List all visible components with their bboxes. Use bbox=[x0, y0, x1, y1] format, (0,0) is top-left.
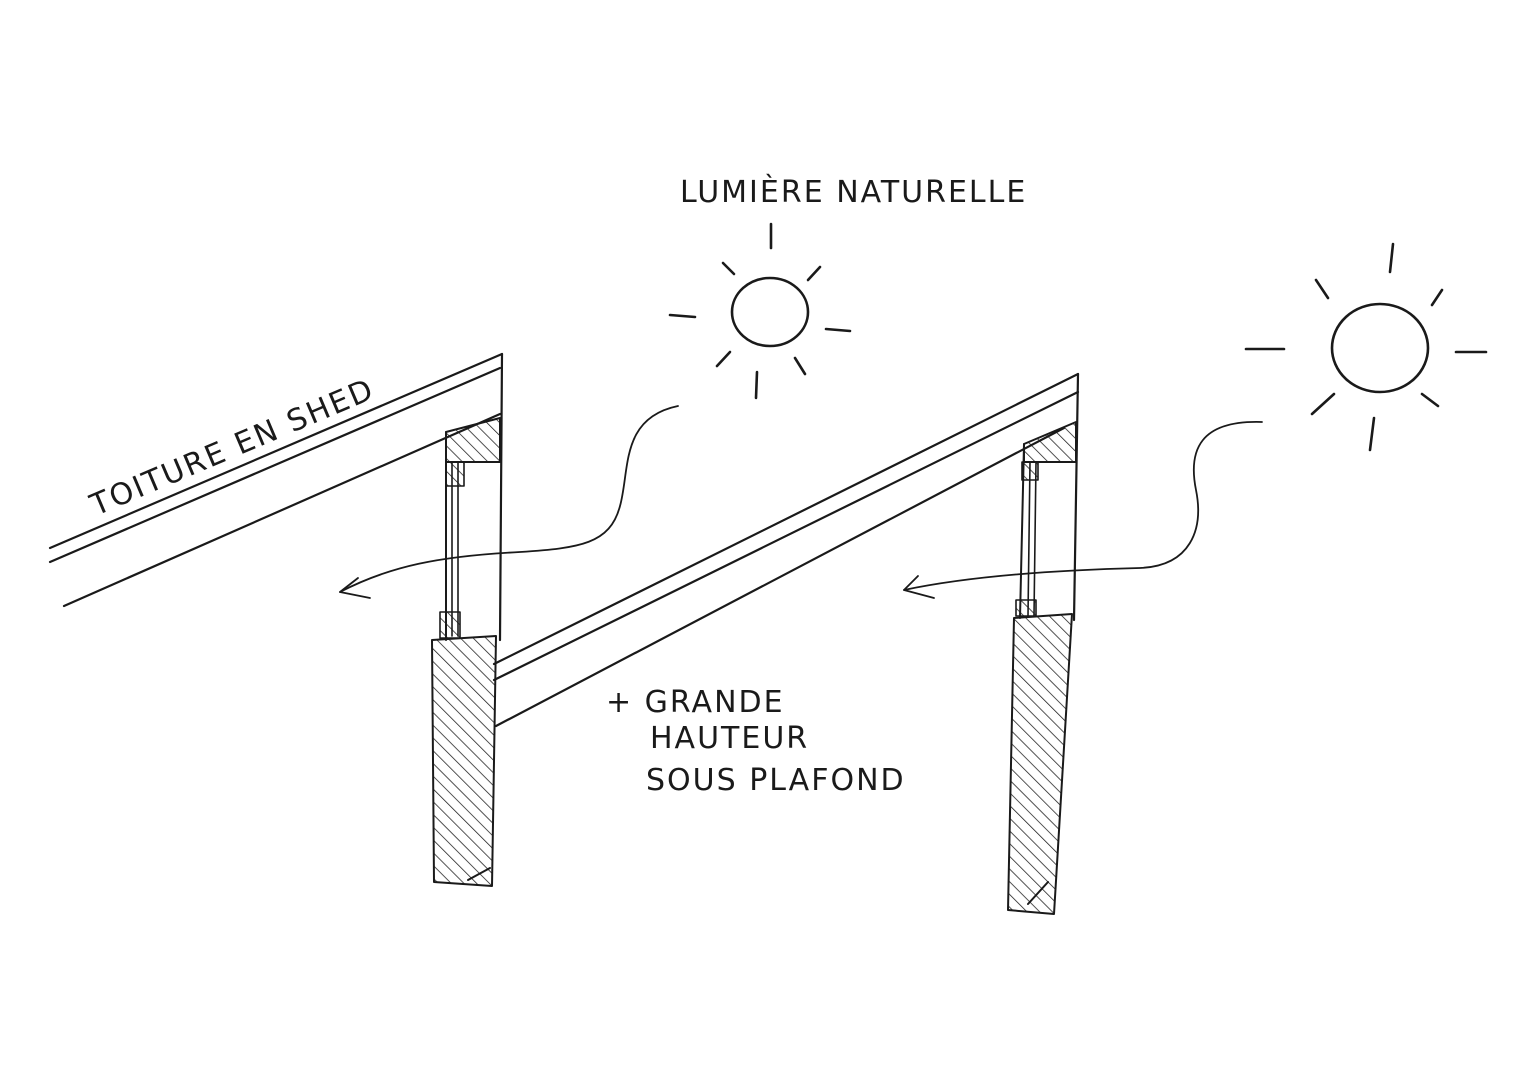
shed-roof-left bbox=[48, 352, 504, 608]
wall-left bbox=[431, 352, 504, 887]
sun-icon-right bbox=[1244, 242, 1488, 452]
natural-light-label: LUMIÈRE NATURELLE bbox=[680, 174, 1027, 210]
roof-type-label: TOITURE EN SHED bbox=[85, 372, 380, 524]
height-label-line2: HAUTEUR bbox=[650, 721, 809, 756]
curved-arrow-icon bbox=[339, 405, 679, 599]
shed-roof-right bbox=[492, 372, 1080, 728]
height-label-line3: SOUS PLAFOND bbox=[646, 763, 906, 798]
sun-icon bbox=[668, 222, 852, 400]
height-label-line1: + GRANDE bbox=[606, 685, 785, 720]
wall-right bbox=[1007, 372, 1080, 915]
curved-arrow-icon-right bbox=[903, 421, 1263, 599]
